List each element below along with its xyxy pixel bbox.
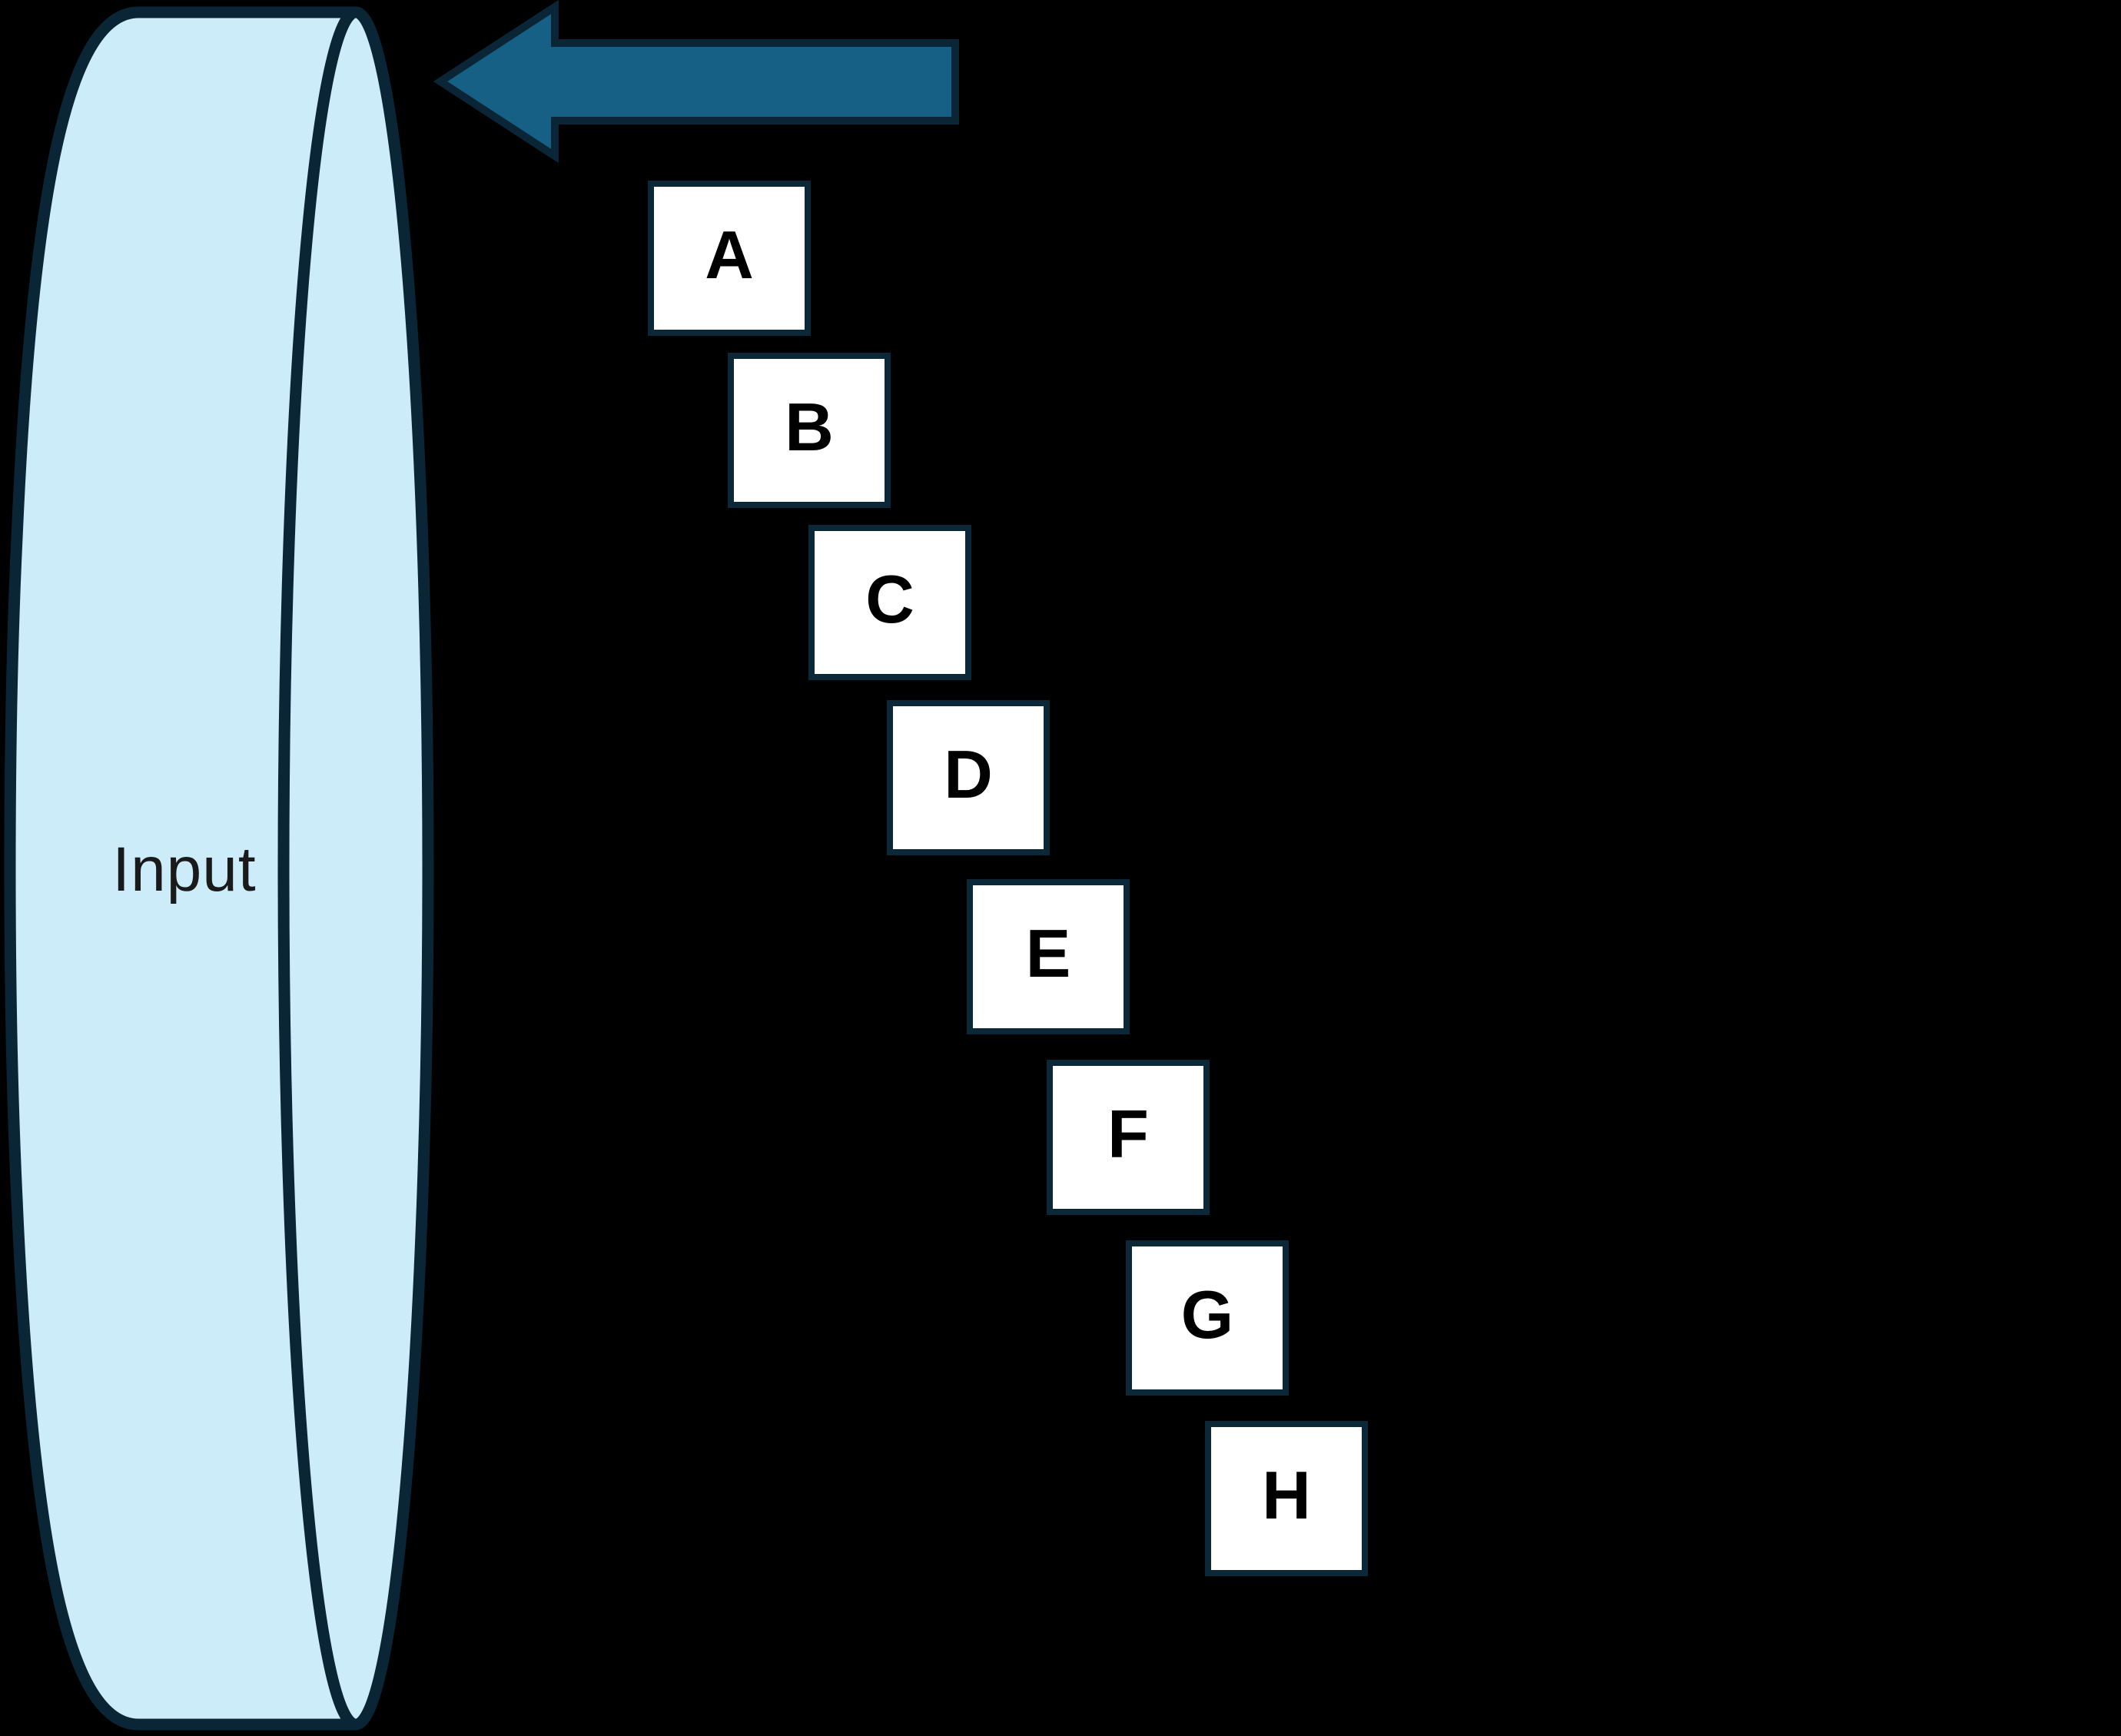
block-g: G <box>1126 1240 1289 1396</box>
block-h-label: H <box>1262 1457 1311 1533</box>
block-h: H <box>1205 1421 1368 1576</box>
block-b: B <box>728 353 891 508</box>
block-a: A <box>648 181 811 336</box>
block-e: E <box>967 879 1130 1034</box>
cylinder-body <box>4 6 356 1731</box>
cylinder-face <box>277 6 434 1731</box>
block-e-label: E <box>1025 915 1071 991</box>
block-f-label: F <box>1107 1096 1149 1172</box>
block-b-label: B <box>785 389 834 465</box>
left-arrow-icon <box>433 0 959 164</box>
block-c: C <box>808 525 971 680</box>
block-d-label: D <box>944 736 993 812</box>
block-c-label: C <box>865 561 914 637</box>
block-g-label: G <box>1180 1276 1234 1353</box>
block-d: D <box>887 700 1050 855</box>
block-a-label: A <box>705 217 754 293</box>
block-f: F <box>1047 1060 1210 1215</box>
cylinder-label: Input <box>112 835 257 905</box>
